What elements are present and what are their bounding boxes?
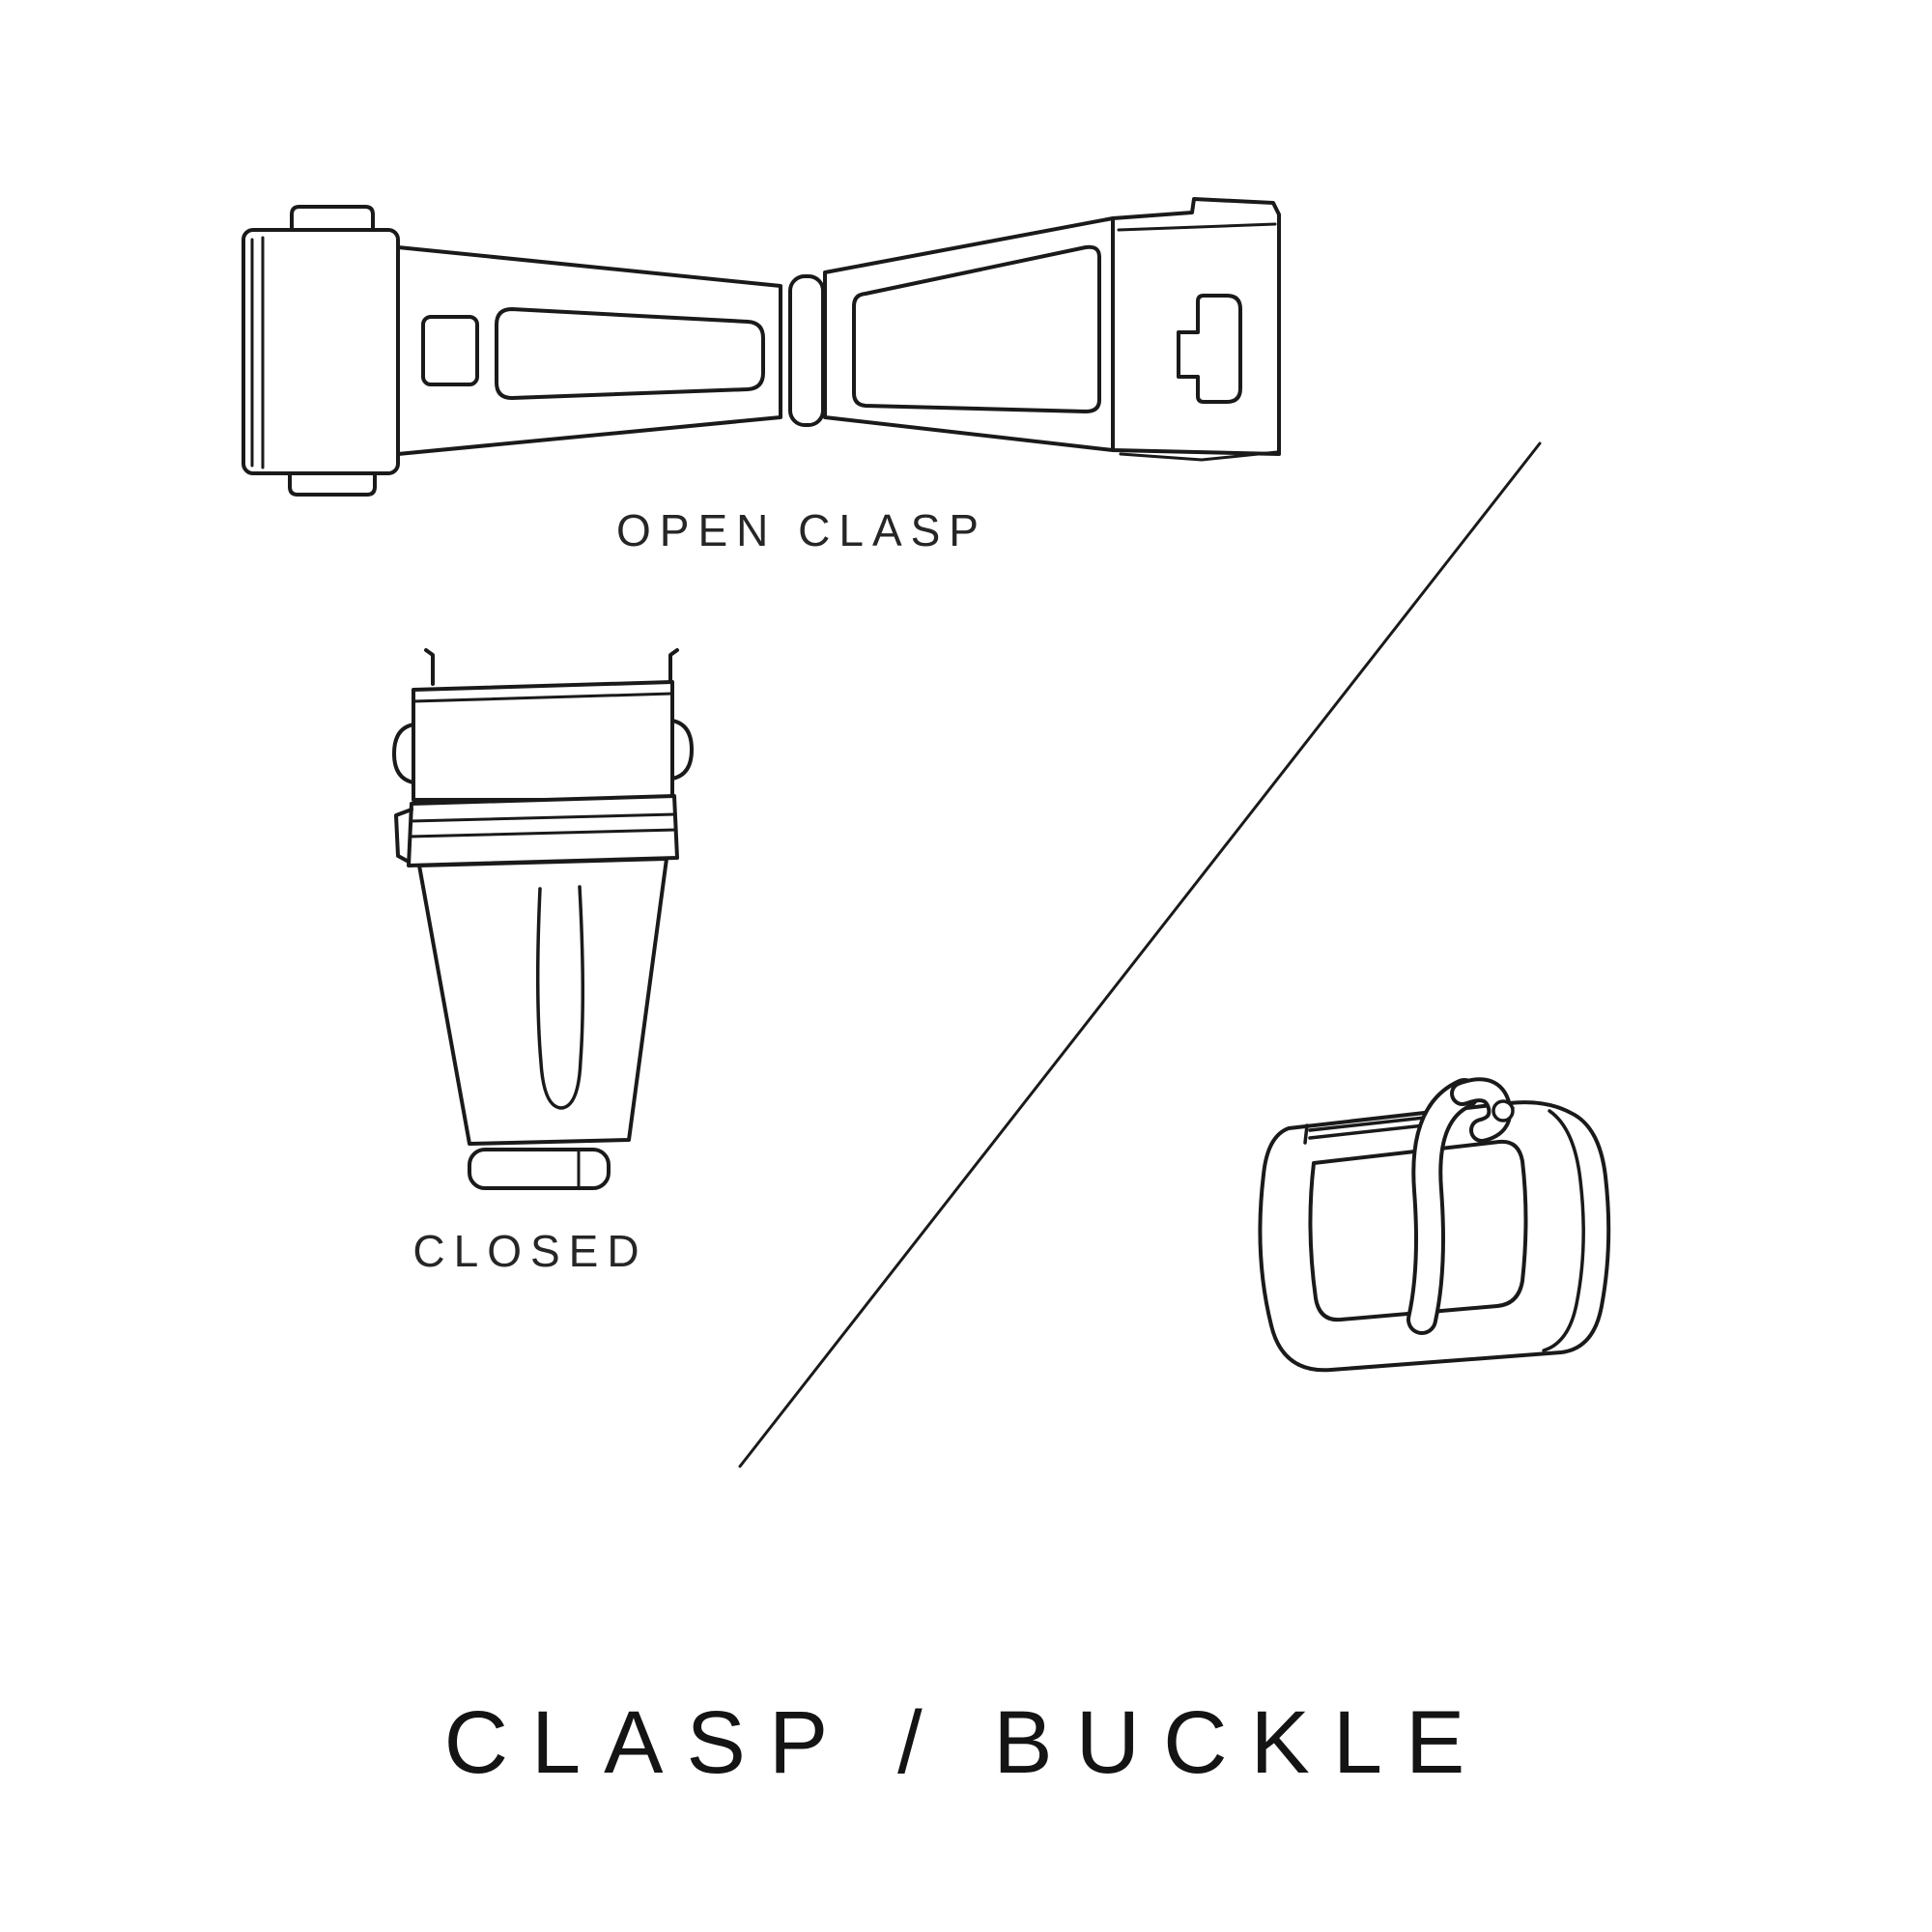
closed-clasp-illustration: [392, 648, 694, 1190]
closed-clasp-label: CLOSED: [412, 1226, 648, 1276]
page-title: CLASP / BUCKLE: [443, 1693, 1489, 1792]
open-clasp-illustration: [242, 197, 1281, 497]
open-clasp-label: OPEN CLASP: [616, 505, 987, 555]
buckle-illustration: [1258, 1077, 1611, 1373]
diagonal-divider-line: [738, 441, 1542, 1468]
